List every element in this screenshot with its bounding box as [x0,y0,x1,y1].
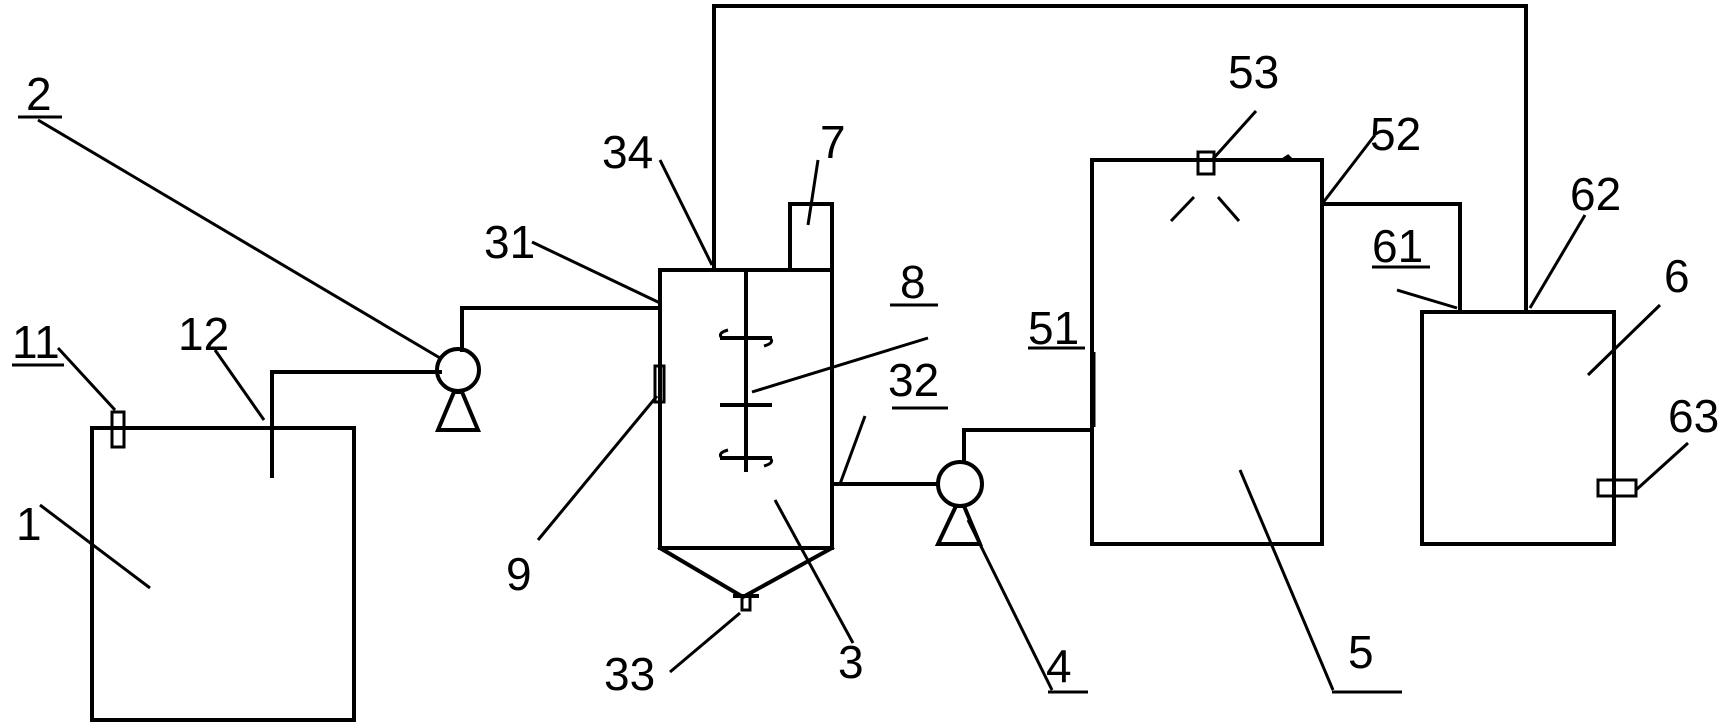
vessel-5 [1090,150,1324,546]
label-2: 2 [26,68,52,120]
pipe-pump-2-to-reactor [460,306,662,352]
raw-material-tank [90,370,356,722]
labels: 1 11 12 2 31 34 7 8 32 9 33 3 4 51 53 52… [12,46,1719,700]
label-32: 32 [888,354,939,406]
label-34: 34 [602,126,653,178]
label-9: 9 [506,548,532,600]
label-7: 7 [820,116,846,168]
label-underlines [12,115,1430,694]
spray-line-left [1169,195,1196,223]
label-11: 11 [12,316,60,368]
label-8: 8 [900,256,926,308]
label-6: 6 [1664,250,1690,302]
label-33: 33 [604,648,655,700]
outlet-valve-63 [1596,478,1638,498]
label-62: 62 [1570,168,1621,220]
leader-lines [37,109,1690,691]
pump-2 [434,347,482,432]
label-53: 53 [1228,46,1279,98]
label-31: 31 [484,216,535,268]
label-63: 63 [1668,390,1719,442]
spray-nozzle-53 [1196,150,1216,176]
label-4: 4 [1046,640,1072,692]
tank-6 [1420,310,1638,546]
label-51: 51 [1028,302,1079,354]
label-52: 52 [1370,108,1421,160]
pipe-pump-4-to-vessel-5 [962,428,1094,464]
tank-valve-11 [110,410,126,449]
label-1: 1 [16,498,42,550]
reactor-3 [653,268,835,612]
pump-4 [934,460,984,546]
drain-valve-33 [733,594,759,612]
sensor-9 [653,364,666,404]
label-3: 3 [838,636,864,688]
pipe-vessel-5-to-tank-6 [1320,202,1462,314]
agitator-blades-8 [719,328,773,468]
spray-line-right [1216,196,1241,222]
label-5: 5 [1348,626,1374,678]
label-12: 12 [178,308,229,360]
return-pipe-top [712,4,1528,314]
label-61: 61 [1372,220,1423,272]
